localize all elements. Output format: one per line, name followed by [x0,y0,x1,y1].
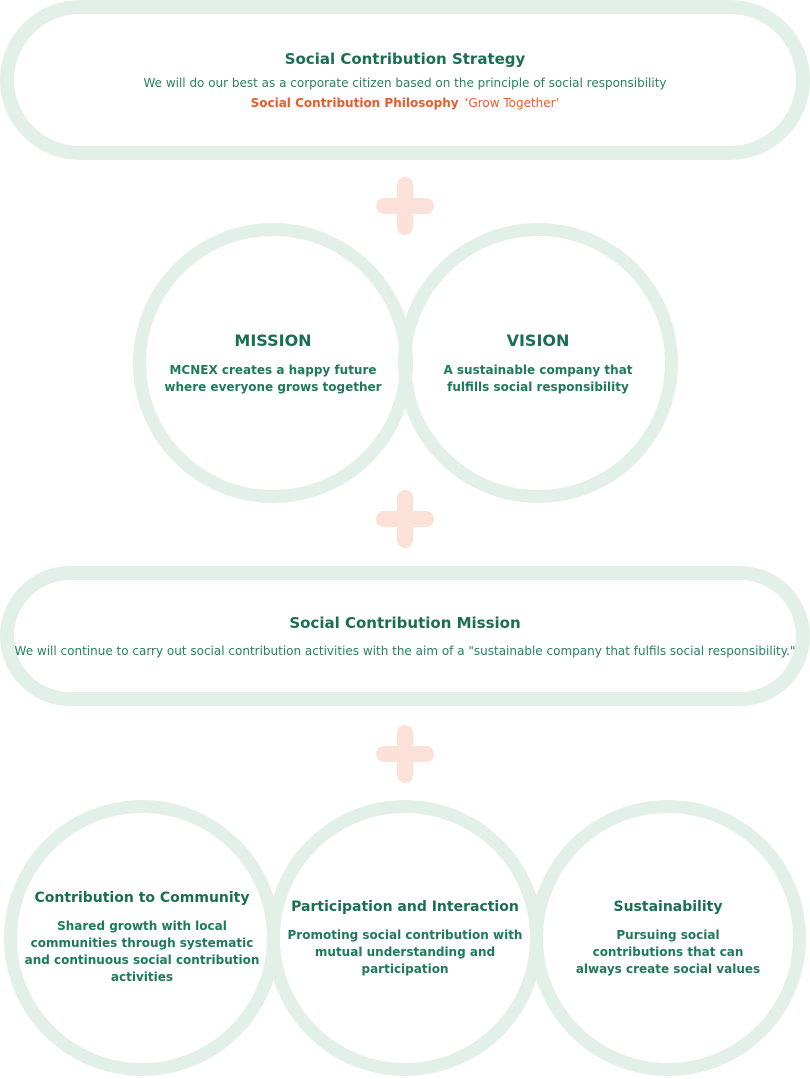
strategy-panel: Social Contribution Strategy We will do … [0,0,810,160]
mission-text: MCNEX creates a happy future where every… [164,362,382,394]
pillar-text: Shared growth with local communities thr… [24,919,260,984]
pillar-title: Sustainability [613,898,723,915]
vision-title: VISION [506,330,570,350]
social-mission-title: Social Contribution Mission [289,614,521,632]
pillar-title: Contribution to Community [34,890,250,906]
vision-text: A sustainable company that fulfills soci… [443,362,633,394]
philosophy-label: Social Contribution Philosophy [250,96,459,110]
social-mission-panel: Social Contribution Mission We will cont… [0,566,810,706]
strategy-title: Social Contribution Strategy [284,50,526,68]
pillar-text: Promoting social contribution with mutua… [287,927,523,976]
mission-circle: MISSION MCNEX creates a happy future whe… [133,223,413,503]
mission-title: MISSION [234,330,312,350]
pillar-participation-circle: Participation and Interaction Promoting … [267,800,543,1076]
pillar-sustainability-circle: Sustainability Pursuing social contribut… [530,800,806,1076]
plus-icon [376,490,434,548]
plus-icon [376,725,434,783]
pillar-title: Participation and Interaction [291,898,519,915]
plus-icon [376,177,434,235]
philosophy-line: Social Contribution Philosophy ‘Grow Toge… [251,96,560,110]
vision-circle: VISION A sustainable company that fulfil… [398,223,678,503]
strategy-subtitle: We will do our best as a corporate citiz… [143,76,667,90]
philosophy-value: ‘Grow Together’ [464,96,560,110]
social-mission-text: We will continue to carry out social con… [14,644,796,658]
pillar-text: Pursuing social contributions that can a… [575,927,761,976]
pillar-community-circle: Contribution to Community Shared growth … [4,800,280,1076]
